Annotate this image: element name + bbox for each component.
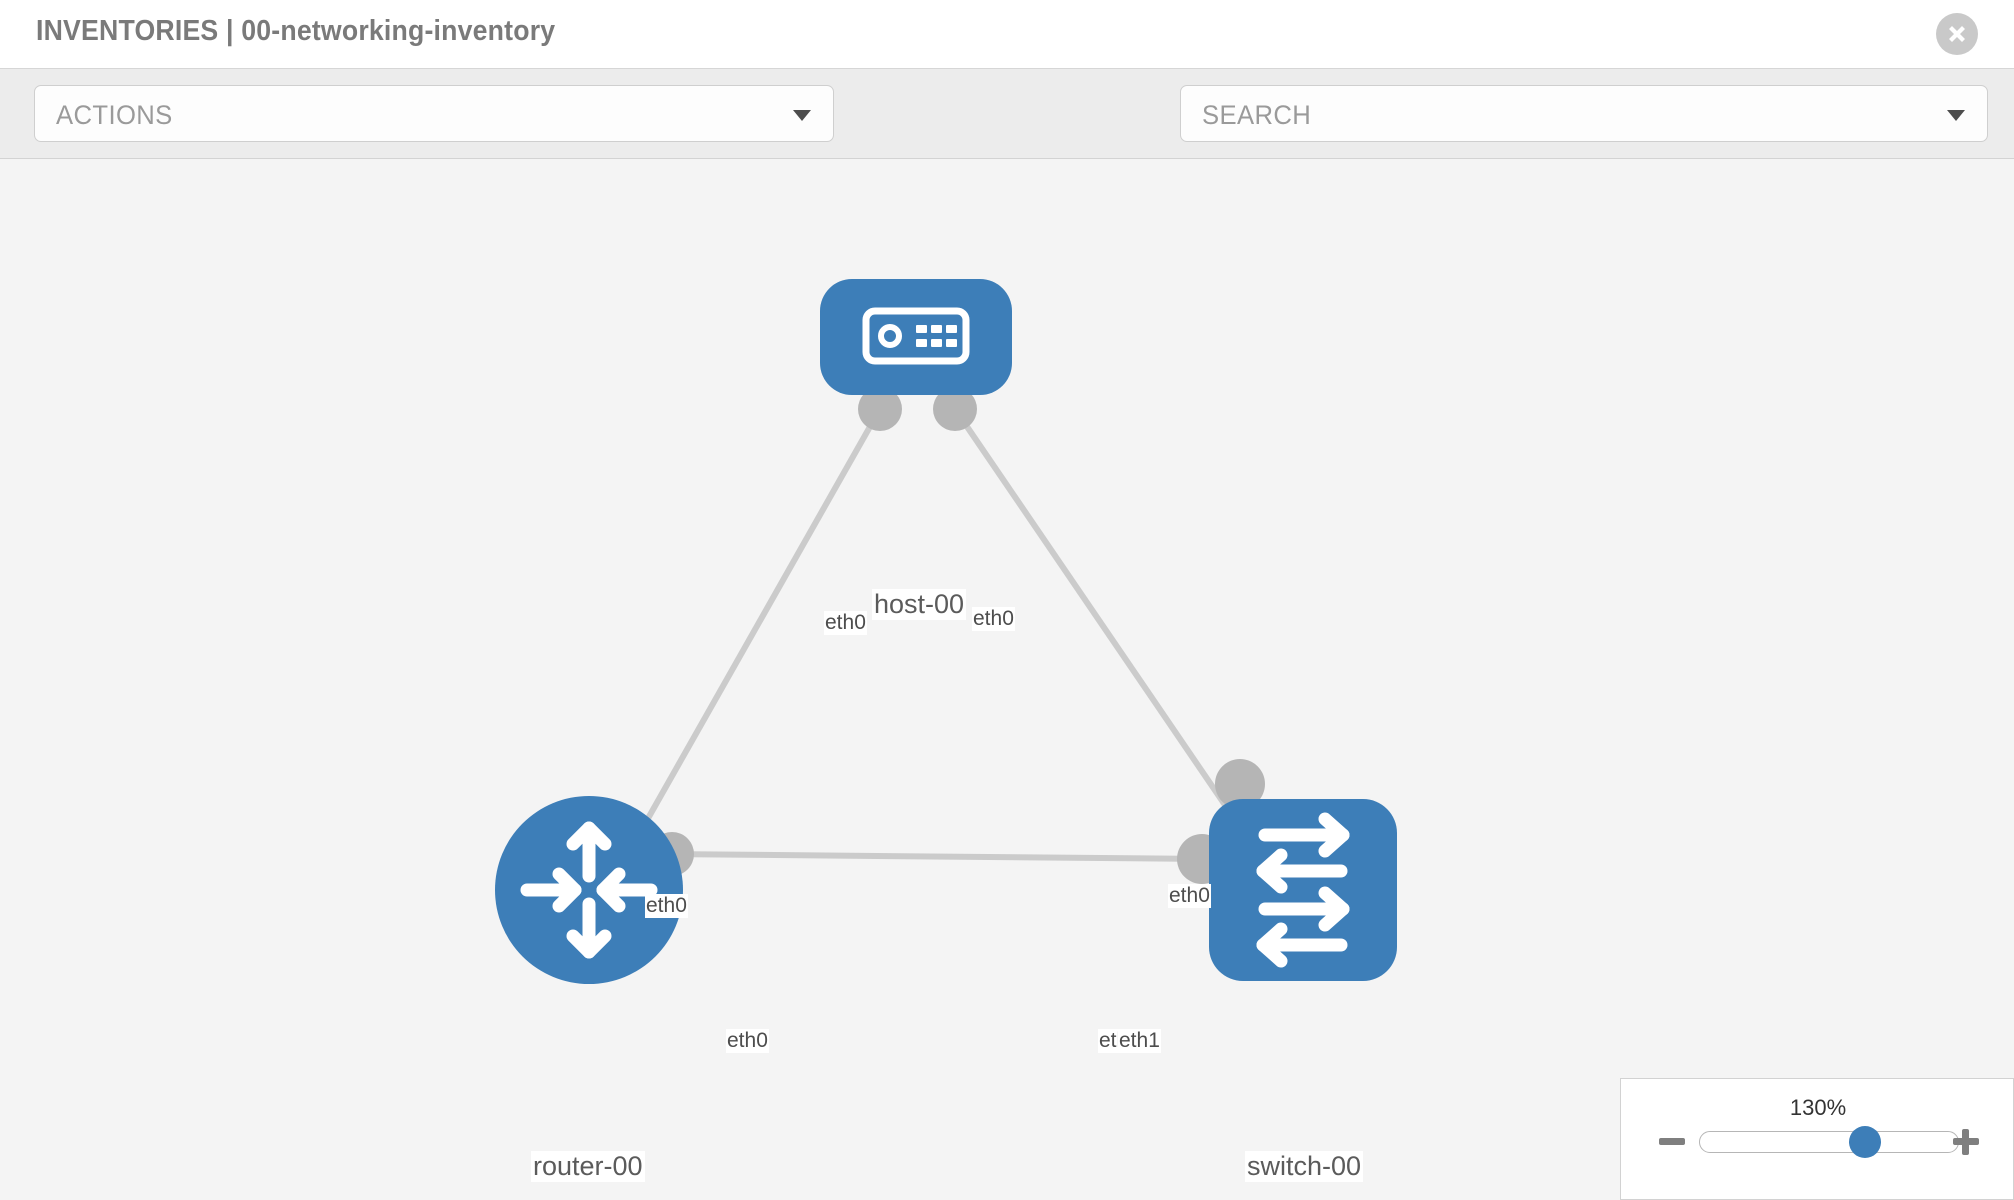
edge-label: eth0: [726, 1029, 769, 1053]
toolbar: ACTIONS SEARCH: [0, 68, 2014, 205]
close-icon[interactable]: [1936, 13, 1978, 55]
node-label-switch: switch-00: [1245, 1151, 1364, 1182]
chevron-down-icon: [793, 110, 811, 121]
zoom-slider-thumb[interactable]: [1849, 1126, 1881, 1158]
zoom-level-label: 130%: [1789, 1095, 1847, 1120]
node-label-host: host-00: [872, 589, 967, 620]
minus-icon[interactable]: [1657, 1127, 1687, 1157]
link-host-switch: [952, 407, 1258, 851]
plus-icon[interactable]: [1951, 1127, 1981, 1157]
port-host-eth0-left: [858, 387, 902, 431]
port-switch-eth0: [1215, 759, 1265, 809]
edge-label: eth0: [824, 611, 867, 635]
link-host-router: [622, 407, 883, 861]
actions-dropdown[interactable]: ACTIONS: [34, 85, 834, 142]
page-header: INVENTORIES | 00-networking-inventory: [0, 0, 2014, 68]
node-host-00: [820, 279, 1012, 395]
topology-ports: [650, 387, 1265, 884]
edge-label: eth1: [1118, 1029, 1161, 1053]
zoom-slider-track[interactable]: [1699, 1131, 1959, 1153]
chevron-down-icon: [1947, 110, 1965, 121]
link-router-switch: [659, 851, 1211, 862]
search-input[interactable]: SEARCH: [1180, 85, 1988, 142]
zoom-control: 130%: [1620, 1078, 2014, 1200]
edge-label: eth0: [645, 894, 688, 918]
page-title: INVENTORIES | 00-networking-inventory: [36, 15, 556, 47]
edge-label: eth0: [972, 607, 1015, 631]
node-switch-00: [1209, 799, 1397, 981]
node-router-00: [495, 796, 683, 984]
actions-dropdown-label: ACTIONS: [56, 100, 173, 130]
port-host-eth0-right: [933, 387, 977, 431]
topology-canvas[interactable]: eth0 eth0 eth0 eth0 eth0 eth eth1 host-0…: [0, 159, 2014, 1200]
search-placeholder: SEARCH: [1202, 100, 1312, 130]
node-label-router: router-00: [531, 1151, 645, 1182]
edge-label: eth0: [1168, 884, 1211, 908]
topology-links: [622, 407, 1258, 862]
